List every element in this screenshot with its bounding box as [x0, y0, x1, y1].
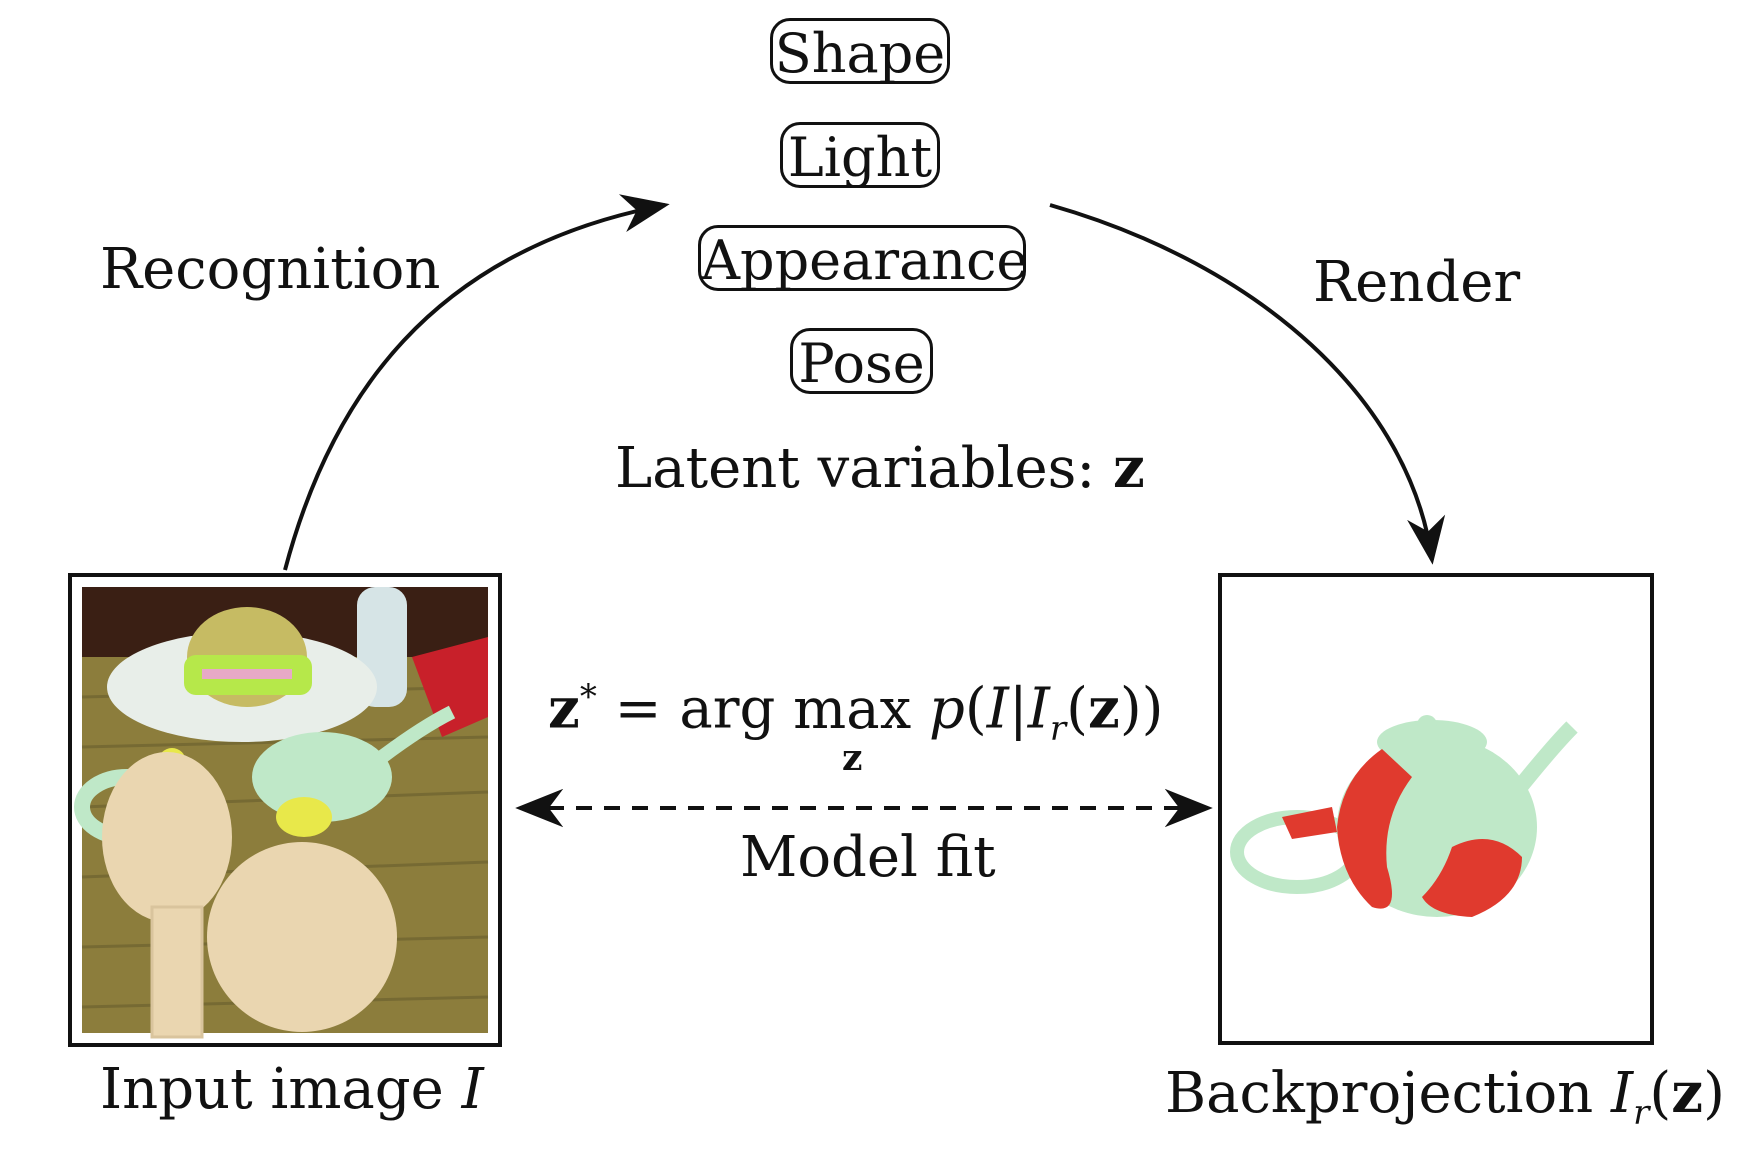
recognition-arrow: [283, 194, 670, 571]
bp-caption-r: r: [1633, 1093, 1650, 1134]
bp-caption-text: Backprojection: [1165, 1061, 1612, 1126]
eq-arg: = arg: [596, 676, 794, 742]
red-region-left: [1337, 749, 1412, 909]
recognition-label: Recognition: [100, 237, 441, 302]
latent-box-appearance: Appearance: [698, 225, 1028, 292]
model-fit-label: Model fit: [740, 825, 996, 890]
eq-max: max: [793, 676, 912, 742]
latent-caption: Latent variables: z: [615, 440, 1145, 497]
bp-caption-I: I: [1611, 1061, 1634, 1126]
input-caption-var: I: [461, 1057, 484, 1122]
latent-box-light: Light: [780, 122, 940, 189]
eq-open2: (: [1066, 676, 1088, 742]
eq-p: p: [929, 676, 965, 742]
salt-shaker: [207, 842, 397, 1032]
eq-zz: z: [1088, 675, 1120, 742]
eq-close: )): [1119, 676, 1164, 742]
eq-z: z: [548, 675, 580, 742]
bp-caption-close: ): [1703, 1061, 1725, 1126]
bp-caption-open: (: [1649, 1061, 1672, 1126]
eq-Ir: I: [1027, 676, 1050, 742]
eq-open: (: [964, 676, 987, 742]
latent-box-pose: Pose: [790, 328, 933, 395]
latent-caption-var: z: [1112, 435, 1145, 501]
eq-max-sub: z: [841, 736, 863, 779]
input-image: [72, 577, 498, 1043]
eq-r: r: [1049, 708, 1067, 749]
bp-caption-z: z: [1671, 1060, 1704, 1126]
card: [412, 637, 488, 737]
teapot-body: [252, 732, 392, 822]
input-image-frame: [68, 573, 502, 1047]
backprojection-caption: Backprojection Ir(z): [1165, 1065, 1725, 1130]
latent-caption-text: Latent variables:: [615, 436, 1113, 501]
pepper-mill: [102, 752, 232, 922]
backprojection-image: [1222, 577, 1650, 1041]
red-region-right: [1422, 839, 1522, 917]
latent-box-shape: Shape: [770, 18, 950, 85]
input-image-caption: Input image I: [100, 1062, 484, 1118]
eq-star: *: [579, 677, 597, 717]
render-arrow: [1049, 203, 1446, 565]
eq-bar: |: [1008, 676, 1028, 742]
cap-s: [276, 797, 332, 837]
red-handle: [1282, 807, 1337, 839]
render-label: Render: [1313, 250, 1521, 315]
input-caption-text: Input image: [100, 1057, 462, 1122]
backprojection-frame: [1218, 573, 1654, 1045]
eq-I: I: [986, 676, 1009, 742]
